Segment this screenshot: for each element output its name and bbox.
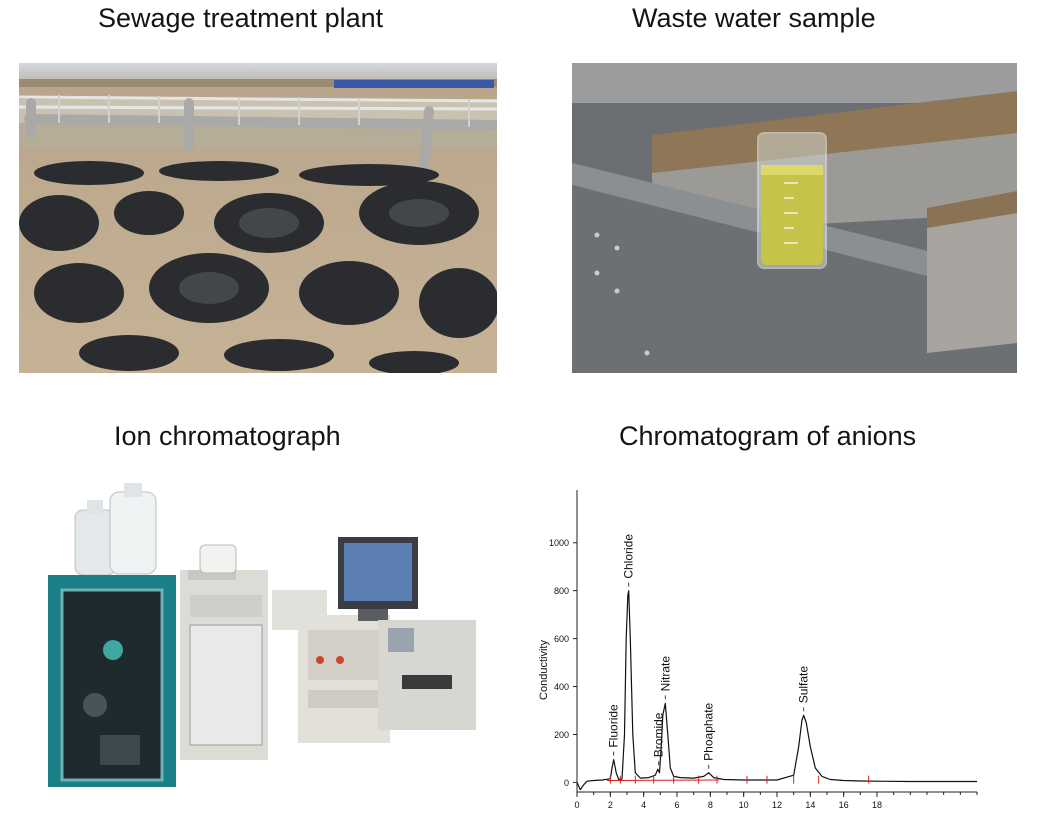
chromatogram-svg: 0 200 400 600 800 1000 0 2 4 6 8 10 12 14 16 18 Fluorid… bbox=[538, 490, 978, 810]
y-tick-label: 400 bbox=[554, 682, 569, 692]
sewage-plant-photo bbox=[19, 63, 497, 373]
x-tick-label: 4 bbox=[641, 800, 646, 810]
y-tick-label: 600 bbox=[554, 634, 569, 644]
y-tick-label: 800 bbox=[554, 586, 569, 596]
y-tick-label: 200 bbox=[554, 730, 569, 740]
y-axis-label: Conductivity bbox=[538, 640, 550, 700]
peak-label: Bromide bbox=[652, 712, 666, 757]
ion-chromatograph-photo bbox=[40, 480, 480, 800]
x-tick-label: 12 bbox=[772, 800, 782, 810]
peak-label: Phoaphate bbox=[702, 702, 716, 760]
sewage-plant-title: Sewage treatment plant bbox=[98, 3, 384, 33]
peak-label: Fluoride bbox=[607, 704, 621, 748]
chromatogram-trace bbox=[576, 590, 977, 791]
y-tick-label: 1000 bbox=[549, 538, 569, 548]
peak-label: Nitrate bbox=[658, 656, 672, 692]
y-tick-label: 0 bbox=[564, 778, 569, 788]
x-tick-label: 0 bbox=[574, 800, 579, 810]
peak-label: Sulfate bbox=[797, 666, 811, 704]
peak-label: Chloride bbox=[622, 534, 636, 579]
waste-water-title: Waste water sample bbox=[632, 3, 876, 33]
x-tick-label: 10 bbox=[739, 800, 749, 810]
chromatogram-title: Chromatogram of anions bbox=[619, 421, 917, 451]
x-tick-label: 2 bbox=[608, 800, 613, 810]
x-tick-label: 8 bbox=[708, 800, 713, 810]
x-tick-label: 18 bbox=[872, 800, 882, 810]
chromatogram-chart: 0 200 400 600 800 1000 0 2 4 6 8 10 12 14 16 18 Fluorid… bbox=[530, 480, 990, 810]
waste-water-sample-photo bbox=[572, 63, 1017, 373]
x-tick-label: 16 bbox=[839, 800, 849, 810]
x-tick-label: 14 bbox=[805, 800, 815, 810]
ion-chromatograph-title: Ion chromatograph bbox=[114, 421, 341, 451]
x-tick-label: 6 bbox=[674, 800, 679, 810]
